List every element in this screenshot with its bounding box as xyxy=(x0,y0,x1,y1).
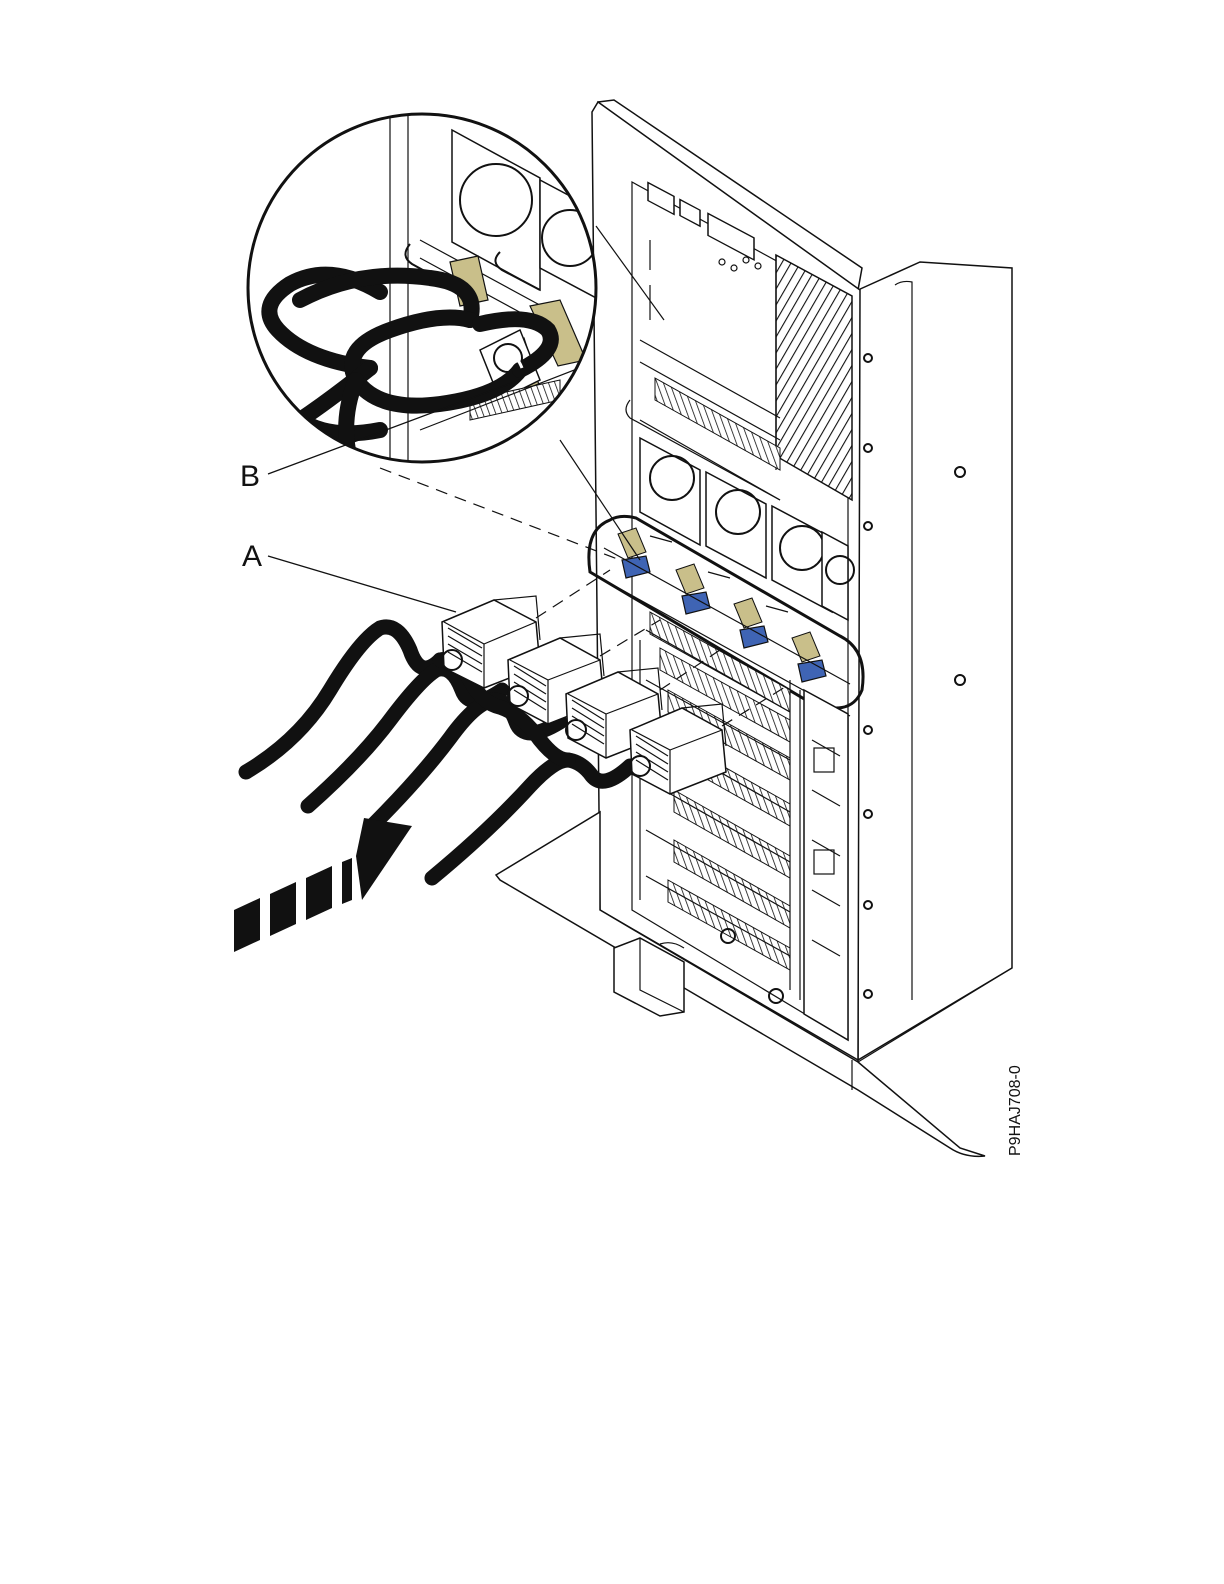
insert-direction-arrow xyxy=(234,818,412,952)
vent-panel xyxy=(776,255,852,500)
side-rail xyxy=(804,690,848,1040)
callout-b-label: B xyxy=(240,460,260,493)
figure-id: P9HAJ708-0 xyxy=(1007,1065,1024,1156)
callout-a-label: A xyxy=(242,540,262,573)
callout-a: A xyxy=(242,540,456,612)
